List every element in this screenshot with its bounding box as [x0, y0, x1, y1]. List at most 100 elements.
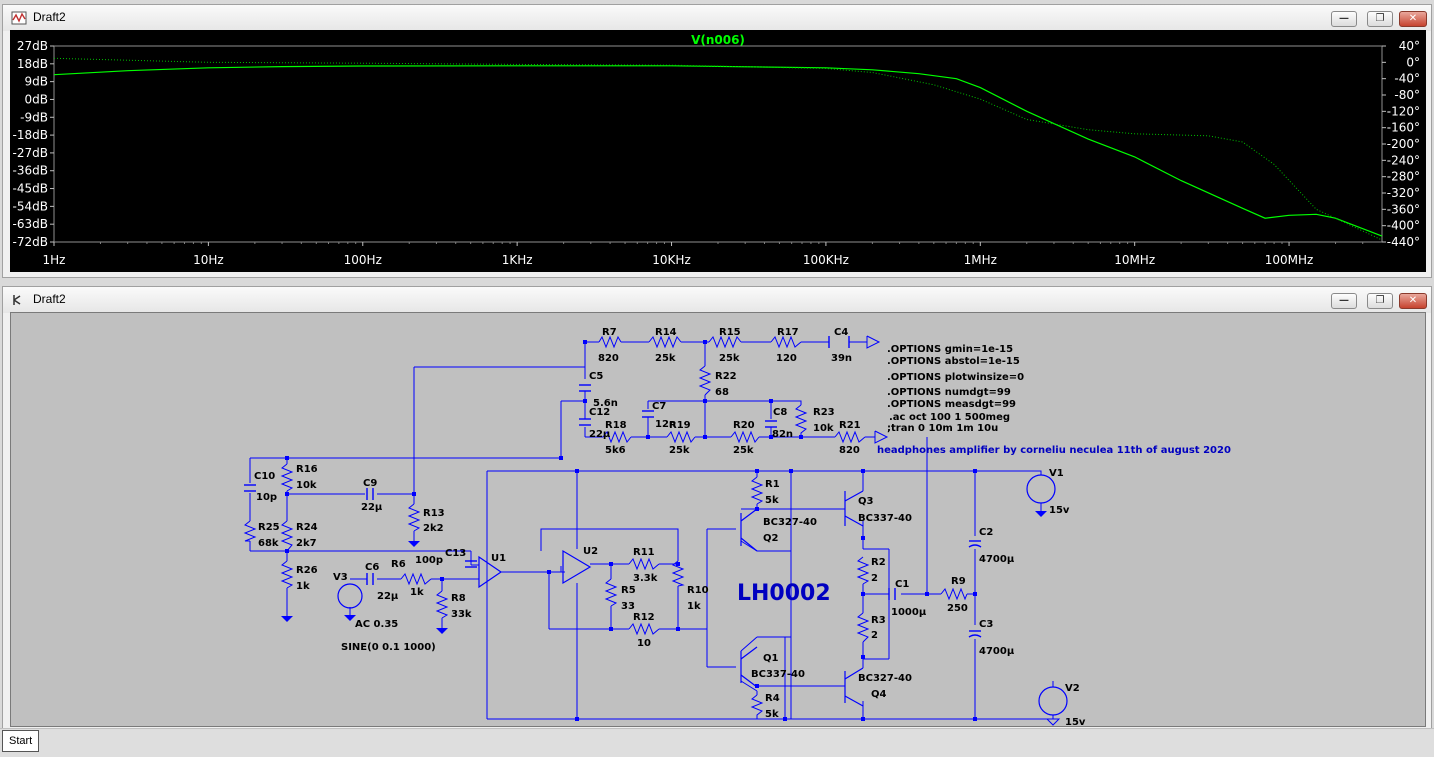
label-R16[interactable]: R16 — [296, 464, 318, 475]
directive-ac[interactable]: .ac oct 100 1 500meg — [889, 412, 1010, 423]
model-Q4[interactable]: BC327-40 — [858, 673, 912, 684]
schematic-comment[interactable]: headphones amplifier by corneliu neculea… — [877, 445, 1231, 456]
label-R10[interactable]: R10 — [687, 585, 709, 596]
label-C5[interactable]: C5 — [589, 371, 603, 382]
label-R5[interactable]: R5 — [621, 585, 636, 596]
label-C1[interactable]: C1 — [895, 579, 909, 590]
value-R13[interactable]: 2k2 — [423, 523, 444, 534]
value-R23[interactable]: 10k — [813, 423, 834, 434]
value-R9[interactable]: 250 — [947, 603, 968, 614]
label-C13[interactable]: C13 — [445, 548, 466, 559]
label-R17[interactable]: R17 — [777, 327, 799, 338]
source-ac-directive[interactable]: AC 0.35 — [355, 619, 398, 630]
value-R17[interactable]: 120 — [776, 353, 797, 364]
label-C10[interactable]: C10 — [254, 471, 275, 482]
value-R14[interactable]: 25k — [655, 353, 676, 364]
schematic-canvas[interactable]: R7 820 R14 25k R15 25k R17 120 C4 39n R2… — [10, 312, 1427, 728]
label-R15[interactable]: R15 — [719, 327, 741, 338]
lh0002-label[interactable]: LH0002 — [737, 581, 831, 606]
label-R6[interactable]: R6 — [391, 559, 406, 570]
label-R9[interactable]: R9 — [951, 576, 966, 587]
label-R7[interactable]: R7 — [602, 327, 617, 338]
label-R24[interactable]: R24 — [296, 522, 318, 533]
value-R15[interactable]: 25k — [719, 353, 740, 364]
value-C13[interactable]: 100p — [415, 555, 443, 566]
label-R19[interactable]: R19 — [669, 420, 691, 431]
value-C8[interactable]: 82n — [772, 429, 793, 440]
schematic-svg[interactable]: R7 820 R14 25k R15 25k R17 120 C4 39n R2… — [11, 313, 1427, 728]
schematic-titlebar[interactable]: Draft2 — ❐ ✕ — [3, 287, 1431, 313]
value-R21[interactable]: 820 — [839, 445, 860, 456]
model-Q1[interactable]: BC337-40 — [751, 669, 805, 680]
value-C10[interactable]: 10p — [256, 492, 277, 503]
close-button[interactable]: ✕ — [1399, 11, 1427, 27]
value-C12[interactable]: 22µ — [589, 429, 611, 440]
schematic-restore-button[interactable]: ❐ — [1367, 293, 1393, 309]
label-Q1[interactable]: Q1 — [763, 653, 779, 664]
value-R6[interactable]: 1k — [410, 587, 424, 598]
directive-tran[interactable]: ;tran 0 10m 1m 10u — [887, 423, 998, 434]
value-R11[interactable]: 3.3k — [633, 573, 658, 584]
trace-label[interactable]: V(n006) — [691, 33, 745, 47]
waveform-titlebar[interactable]: Draft2 — ❐ ✕ — [3, 5, 1431, 31]
label-R25[interactable]: R25 — [258, 522, 280, 533]
label-R18[interactable]: R18 — [605, 420, 627, 431]
value-R26[interactable]: 1k — [296, 581, 310, 592]
label-Q4[interactable]: Q4 — [871, 689, 887, 700]
label-V1[interactable]: V1 — [1049, 468, 1064, 479]
value-R22[interactable]: 68 — [715, 387, 729, 398]
label-C8[interactable]: C8 — [773, 407, 787, 418]
schematic-minimize-button[interactable]: — — [1331, 293, 1357, 309]
label-U1[interactable]: U1 — [491, 553, 506, 564]
restore-button[interactable]: ❐ — [1367, 11, 1393, 27]
label-R23[interactable]: R23 — [813, 407, 835, 418]
value-R20[interactable]: 25k — [733, 445, 754, 456]
value-C5[interactable]: 5.6n — [593, 398, 618, 409]
label-R12[interactable]: R12 — [633, 612, 655, 623]
value-C3[interactable]: 4700µ — [979, 646, 1015, 657]
directive-measdgt[interactable]: .OPTIONS measdgt=99 — [887, 399, 1016, 410]
source-sine-directive[interactable]: SINE(0 0.1 1000) — [341, 642, 436, 653]
value-R19[interactable]: 25k — [669, 445, 690, 456]
value-R18[interactable]: 5k6 — [605, 445, 626, 456]
label-C6[interactable]: C6 — [365, 562, 379, 573]
value-R7[interactable]: 820 — [598, 353, 619, 364]
label-R3[interactable]: R3 — [871, 615, 886, 626]
label-V2[interactable]: V2 — [1065, 683, 1080, 694]
label-Q3[interactable]: Q3 — [858, 496, 874, 507]
value-V1[interactable]: 15v — [1049, 505, 1070, 516]
label-C2[interactable]: C2 — [979, 527, 993, 538]
label-C9[interactable]: C9 — [363, 478, 377, 489]
label-V3[interactable]: V3 — [333, 572, 348, 583]
value-C9[interactable]: 22µ — [361, 502, 383, 513]
label-R21[interactable]: R21 — [839, 420, 861, 431]
label-U2[interactable]: U2 — [583, 546, 598, 557]
value-R2[interactable]: 2 — [871, 573, 878, 584]
value-C1[interactable]: 1000µ — [891, 607, 927, 618]
label-C7[interactable]: C7 — [652, 401, 666, 412]
label-R20[interactable]: R20 — [733, 420, 755, 431]
schematic-close-button[interactable]: ✕ — [1399, 293, 1427, 309]
label-R4[interactable]: R4 — [765, 693, 780, 704]
value-R10[interactable]: 1k — [687, 601, 701, 612]
label-C4[interactable]: C4 — [834, 327, 848, 338]
value-R3[interactable]: 2 — [871, 630, 878, 641]
bode-plot-svg[interactable]: 27dB18dB9dB0dB-9dB-18dB-27dB-36dB-45dB-5… — [10, 30, 1426, 272]
label-C3[interactable]: C3 — [979, 619, 993, 630]
value-R16[interactable]: 10k — [296, 480, 317, 491]
value-R5[interactable]: 33 — [621, 601, 635, 612]
directive-abstol[interactable]: .OPTIONS abstol=1e-15 — [887, 356, 1020, 367]
label-R8[interactable]: R8 — [451, 593, 466, 604]
label-R2[interactable]: R2 — [871, 557, 886, 568]
value-R12[interactable]: 10 — [637, 638, 651, 649]
label-C12[interactable]: C12 — [589, 407, 610, 418]
value-V2[interactable]: 15v — [1065, 717, 1086, 728]
value-C6[interactable]: 22µ — [377, 591, 399, 602]
value-R24[interactable]: 2k7 — [296, 538, 317, 549]
minimize-button[interactable]: — — [1331, 11, 1357, 27]
label-R13[interactable]: R13 — [423, 508, 445, 519]
value-C7[interactable]: 12n — [655, 419, 676, 430]
value-R25[interactable]: 68k — [258, 538, 279, 549]
directive-plotwinsize[interactable]: .OPTIONS plotwinsize=0 — [887, 372, 1024, 383]
